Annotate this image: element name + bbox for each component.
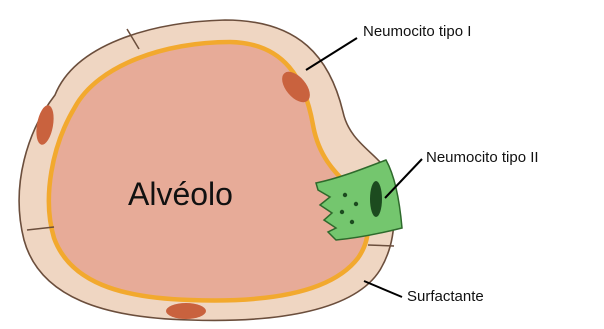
surfactant-label: Surfactante [407,289,484,304]
lamellar-body [343,193,347,197]
type1-nucleus-bottom [166,303,206,319]
lamellar-body [350,220,354,224]
type1-pneumocyte-label: Neumocito tipo I [363,24,471,39]
leader-line-surfactant [364,281,402,297]
type2-nucleus [370,181,382,217]
cell-junction-right [368,245,394,246]
lamellar-body [354,202,358,206]
lamellar-body [340,210,344,214]
type2-pneumocyte-label: Neumocito tipo II [426,150,539,165]
alveolus-label: Alvéolo [128,178,233,210]
